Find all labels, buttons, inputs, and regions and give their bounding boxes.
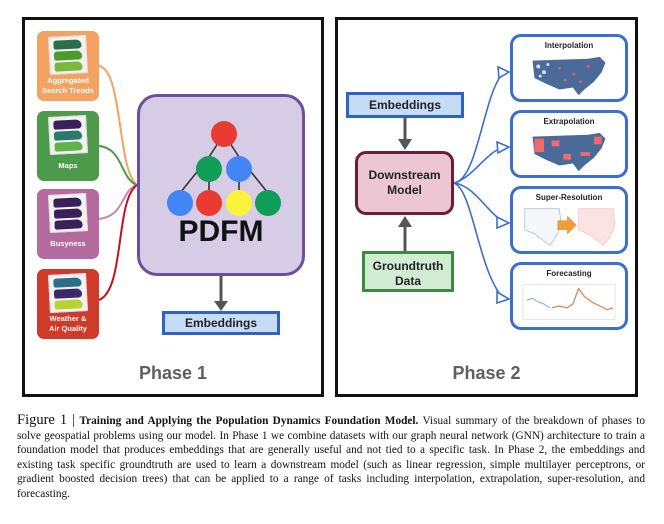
- arrowhead-open: [497, 65, 511, 80]
- groundtruth-line1: Groundtruth: [372, 259, 444, 273]
- source-connectors: [98, 65, 228, 311]
- us-map-icon: [532, 56, 606, 96]
- phase-2-connectors: [398, 65, 511, 305]
- arrowhead-open: [496, 290, 511, 305]
- connector-search-trends: [98, 65, 138, 186]
- task-extrapolation: Extrapolation: [510, 110, 628, 178]
- pdfm-title: PDFM: [178, 215, 264, 248]
- arrowhead: [398, 139, 412, 150]
- caption-title: Training and Applying the Population Dyn…: [79, 415, 419, 427]
- source-busyness: Busyness: [37, 189, 99, 259]
- phase-2-panel: Embeddings Downstream Model Groundtruth …: [335, 17, 638, 397]
- caption-body: Visual summary of the breakdown of phase…: [17, 415, 645, 500]
- pdfm-model-box: PDFM: [137, 94, 305, 276]
- embeddings-output-box: Embeddings: [162, 311, 280, 335]
- figure-caption: Figure 1 | Training and Applying the Pop…: [17, 413, 645, 502]
- downstream-line1: Downstream: [368, 168, 441, 182]
- texas-maps-icon: [524, 208, 616, 246]
- graph-node: [226, 190, 252, 216]
- source-label-line1: Aggregated: [47, 76, 89, 85]
- task-forecasting: Forecasting: [510, 262, 628, 330]
- arrowhead: [214, 301, 228, 311]
- map-thumbnail-icon: [48, 35, 88, 75]
- task-title: Interpolation: [544, 41, 594, 50]
- figure-number: Figure 1 |: [17, 412, 76, 428]
- source-label: Maps: [58, 161, 78, 170]
- source-label-line2: Air Quality: [49, 324, 87, 333]
- arrowhead-open: [496, 140, 511, 155]
- phase-2-label: Phase 2: [452, 363, 521, 383]
- connector-maps: [98, 145, 138, 186]
- task-title: Extrapolation: [543, 117, 595, 126]
- downstream-model-box: Downstream Model: [355, 151, 454, 215]
- source-label-line1: Weather &: [49, 314, 87, 323]
- task-super-resolution: Super-Resolution: [510, 186, 628, 254]
- embeddings-input-box: Embeddings: [346, 92, 464, 118]
- connector-forecasting: [453, 182, 504, 299]
- time-series-chart-icon: [522, 284, 616, 320]
- source-maps: Maps: [37, 111, 99, 181]
- graph-node-root: [211, 121, 237, 147]
- map-thumbnail-icon: [48, 273, 88, 313]
- arrowhead-open: [496, 215, 511, 230]
- graph-network-icon: [167, 121, 281, 216]
- arrow-right-icon: [557, 215, 577, 235]
- graph-node: [196, 190, 222, 216]
- map-thumbnail-icon: [48, 193, 88, 233]
- source-label: Busyness: [50, 239, 86, 248]
- graph-node: [167, 190, 193, 216]
- connector-busyness: [98, 184, 138, 220]
- source-label-line2: Search Trends: [42, 86, 94, 95]
- phase-1-label: Phase 1: [138, 363, 208, 383]
- task-title: Forecasting: [546, 269, 592, 278]
- source-weather-air-quality: Weather &Air Quality: [37, 269, 99, 339]
- task-title: Super-Resolution: [535, 193, 603, 202]
- downstream-line2: Model: [387, 183, 422, 197]
- graph-node: [255, 190, 281, 216]
- connector-interpolation: [453, 72, 504, 184]
- graph-node: [226, 156, 252, 182]
- graph-node: [196, 156, 222, 182]
- groundtruth-line2: Data: [394, 274, 421, 288]
- connector-extrapolation: [453, 147, 504, 184]
- groundtruth-data-box: Groundtruth Data: [362, 251, 454, 292]
- map-thumbnail-icon: [48, 115, 88, 155]
- us-map-icon: [532, 132, 606, 172]
- arrowhead: [398, 216, 412, 227]
- connector-weather: [98, 184, 138, 301]
- task-interpolation: Interpolation: [510, 34, 628, 102]
